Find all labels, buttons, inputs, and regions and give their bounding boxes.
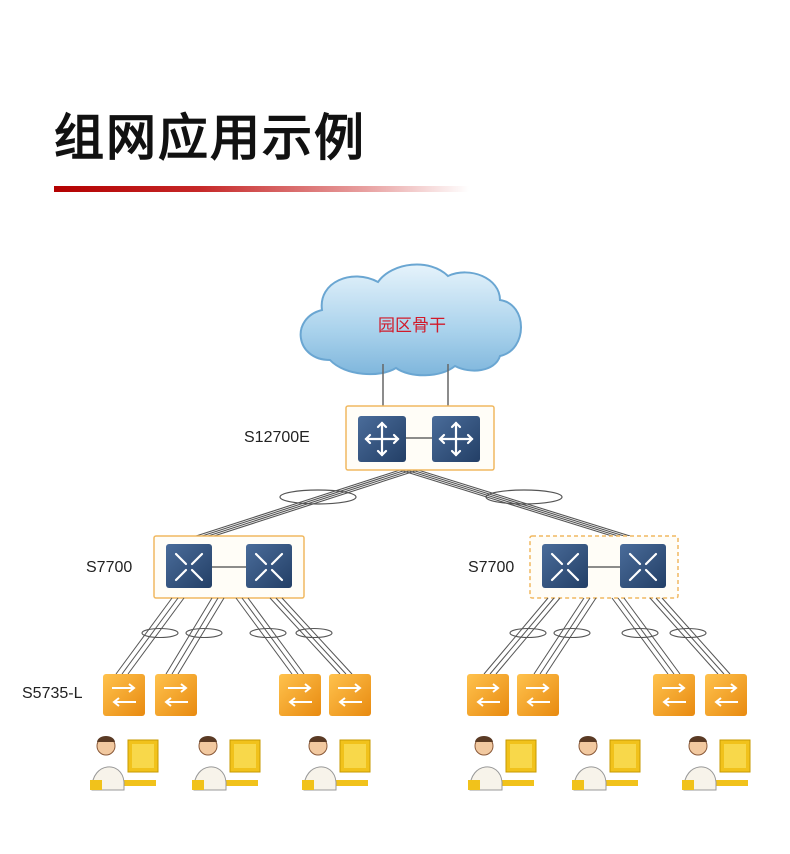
user-workstation-icon	[192, 736, 261, 791]
aggregation-label-left: S7700	[86, 559, 132, 576]
access-link-ovals-right	[509, 627, 707, 639]
access-switch-icon	[279, 674, 321, 716]
agg-to-access-links-left	[115, 597, 353, 675]
agg-to-access-links-right	[483, 597, 731, 675]
user-workstation-icon	[468, 736, 537, 791]
link-aggregation-oval	[485, 489, 563, 505]
aggregation-label-right: S7700	[468, 559, 514, 576]
user-workstation-icon	[90, 736, 159, 791]
core-switch-icon	[358, 416, 406, 462]
aggregation-switch-group-right	[529, 535, 679, 599]
aggregation-switch-group-left	[153, 535, 305, 599]
user-workstation-icon	[572, 736, 641, 791]
aggregation-switch-icon	[166, 544, 212, 588]
core-label: S12700E	[244, 429, 310, 446]
access-label: S5735-L	[22, 685, 83, 702]
link-aggregation-oval	[279, 489, 357, 505]
core-switch-icon	[432, 416, 480, 462]
core-to-agg-left-links	[195, 469, 419, 537]
aggregation-switch-icon	[620, 544, 666, 588]
access-switch-icon	[103, 674, 145, 716]
access-switch-icon	[517, 674, 559, 716]
access-switch-icon	[705, 674, 747, 716]
user-workstations	[90, 736, 751, 791]
access-switch-icon	[155, 674, 197, 716]
access-link-ovals-left	[141, 627, 333, 639]
user-workstation-icon	[682, 736, 751, 791]
aggregation-switch-icon	[246, 544, 292, 588]
title-underline	[54, 186, 469, 192]
access-switch-icon	[329, 674, 371, 716]
core-switch-group	[345, 405, 495, 471]
core-to-agg-right-links	[399, 469, 631, 537]
access-switches	[103, 674, 747, 716]
cloud-label: 园区骨干	[378, 316, 446, 336]
page-title: 组网应用示例	[54, 109, 366, 167]
access-switch-icon	[653, 674, 695, 716]
campus-backbone-cloud: 园区骨干	[299, 263, 522, 377]
user-workstation-icon	[302, 736, 371, 791]
aggregation-switch-icon	[542, 544, 588, 588]
access-switch-icon	[467, 674, 509, 716]
